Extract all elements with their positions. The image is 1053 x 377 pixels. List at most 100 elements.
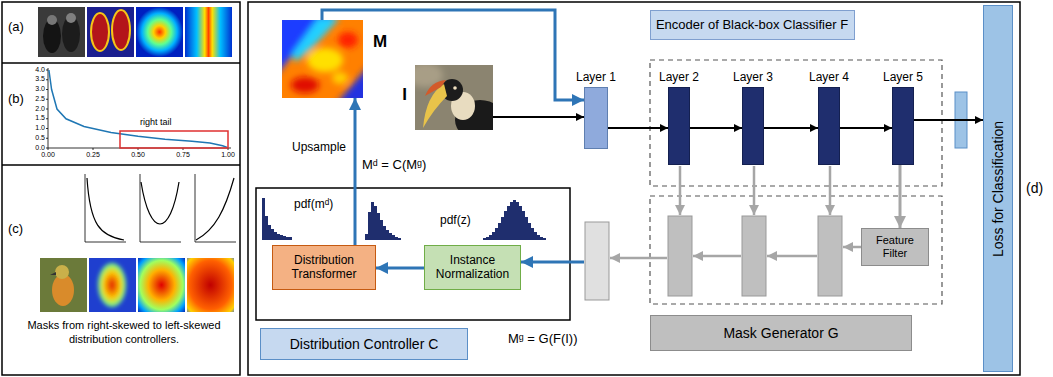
density-curve (196, 178, 234, 240)
heatmap-thumbnail (187, 258, 234, 312)
title-box: Encoder of Black-box Classifier F (650, 10, 855, 40)
connector-arrow (764, 127, 818, 129)
title-box: Distribution Controller C (260, 328, 468, 360)
controller-region (256, 188, 570, 320)
connector-arrow (840, 127, 892, 129)
decoder-block (668, 216, 692, 296)
panel-label: (c) (8, 222, 23, 237)
box-text: Feature Filter (866, 234, 924, 259)
process-box: Instance Normalization (424, 245, 521, 290)
bird-beak (423, 84, 447, 128)
photo-ground (40, 258, 87, 312)
histogram (365, 202, 401, 240)
bird-beak (50, 272, 56, 275)
density-curve (141, 182, 179, 224)
heatmap-ground (89, 258, 136, 312)
process-box: Distribution Transformer (272, 245, 376, 290)
node-label: Layer 5 (883, 71, 923, 85)
axis-tick: 0.75 (176, 151, 190, 159)
plot-axis (140, 174, 181, 242)
generator-region (650, 196, 942, 304)
mask-blob (112, 10, 130, 50)
density-curve (49, 70, 228, 148)
axis-tick: 0.50 (131, 151, 145, 159)
connector-arrow (322, 10, 584, 100)
box-text: Mask Generator G (723, 325, 838, 341)
mask-wire (521, 261, 584, 264)
heatmap-thumbnail (136, 7, 183, 57)
axis-tick: 0.00 (41, 151, 55, 159)
connector-group (322, 10, 983, 268)
axis-tick: 0.5 (35, 134, 45, 142)
output-block (585, 222, 609, 300)
density-curve (87, 178, 124, 240)
node-label: Layer 1 (576, 71, 616, 85)
axis-ticks (46, 70, 228, 150)
edge-label: Upsample (290, 141, 348, 155)
bird-eye (453, 86, 457, 90)
controller-plots (85, 174, 236, 242)
heatmap-thumbnail (138, 258, 185, 312)
encoder-region (650, 60, 942, 186)
axis-tick: 3.0 (35, 85, 45, 93)
dog-shape (47, 15, 57, 25)
panel-label: (b) (8, 92, 24, 107)
connector-arrow (914, 119, 983, 121)
heatmap-blob (98, 263, 126, 307)
caption: Masks from right-skewed to left-skewed d… (15, 318, 233, 347)
node-label: Loss for Classification (990, 120, 1006, 256)
panel-frame (2, 2, 240, 375)
node-label: Layer 2 (659, 71, 699, 85)
input-photo (415, 65, 493, 130)
axis-tick: 2.0 (35, 105, 45, 113)
axis-tick: 1.00 (221, 151, 235, 159)
axis-tick: 1.5 (35, 114, 45, 122)
bird-head (55, 265, 69, 279)
connector-arrow (608, 127, 668, 129)
panel-divider (2, 62, 240, 64)
layer-block: Layer 1 (584, 87, 608, 149)
decoder-wire (843, 246, 861, 249)
mask-image: M (282, 20, 363, 98)
decoder-wire (693, 255, 741, 258)
title-box: Mask Generator G (650, 315, 912, 351)
axis-tick: 3.5 (35, 75, 45, 83)
axis-title: pdf(z) (440, 214, 471, 228)
loss-bar: Loss for Classification (983, 5, 1013, 372)
plot-axis (48, 68, 231, 148)
dog-shape (66, 13, 76, 23)
connector-arrow (376, 267, 424, 270)
formula: Mᵍ = G(F(I)) (508, 332, 578, 347)
node-label: Layer 4 (809, 71, 849, 85)
bird-casque (425, 80, 446, 96)
connector-arrow (354, 98, 357, 245)
node-label: Layer 3 (733, 71, 773, 85)
panel-divider (2, 164, 240, 166)
layer-block: Layer 3 (742, 87, 764, 165)
plot-axis (85, 174, 126, 242)
axis-tick: 4.0 (35, 66, 45, 74)
skip-wire (679, 166, 682, 215)
photo-thumbnail (38, 7, 85, 57)
generator-wires (610, 166, 861, 258)
highlight-box (120, 131, 228, 148)
decoder-block (818, 216, 842, 296)
panel-frame (248, 2, 1020, 375)
decoder-wire (610, 257, 667, 260)
axis-tick: 2.5 (35, 95, 45, 103)
panel-label: (d) (1026, 180, 1043, 196)
mask-image (282, 20, 363, 98)
annotation: right tail (140, 117, 172, 127)
histogram (262, 198, 292, 240)
skip-wire (829, 166, 832, 215)
mask-blob (91, 13, 109, 51)
layer-block: Layer 5 (892, 87, 914, 165)
bird-photo (40, 258, 87, 312)
process-box: Feature Filter (861, 228, 929, 266)
skip-wire (753, 166, 756, 215)
input-image: I (415, 65, 493, 130)
node-label: I (402, 85, 407, 105)
axis-tick: 0.25 (86, 151, 100, 159)
box-text: Encoder of Black-box Classifier F (656, 18, 848, 33)
